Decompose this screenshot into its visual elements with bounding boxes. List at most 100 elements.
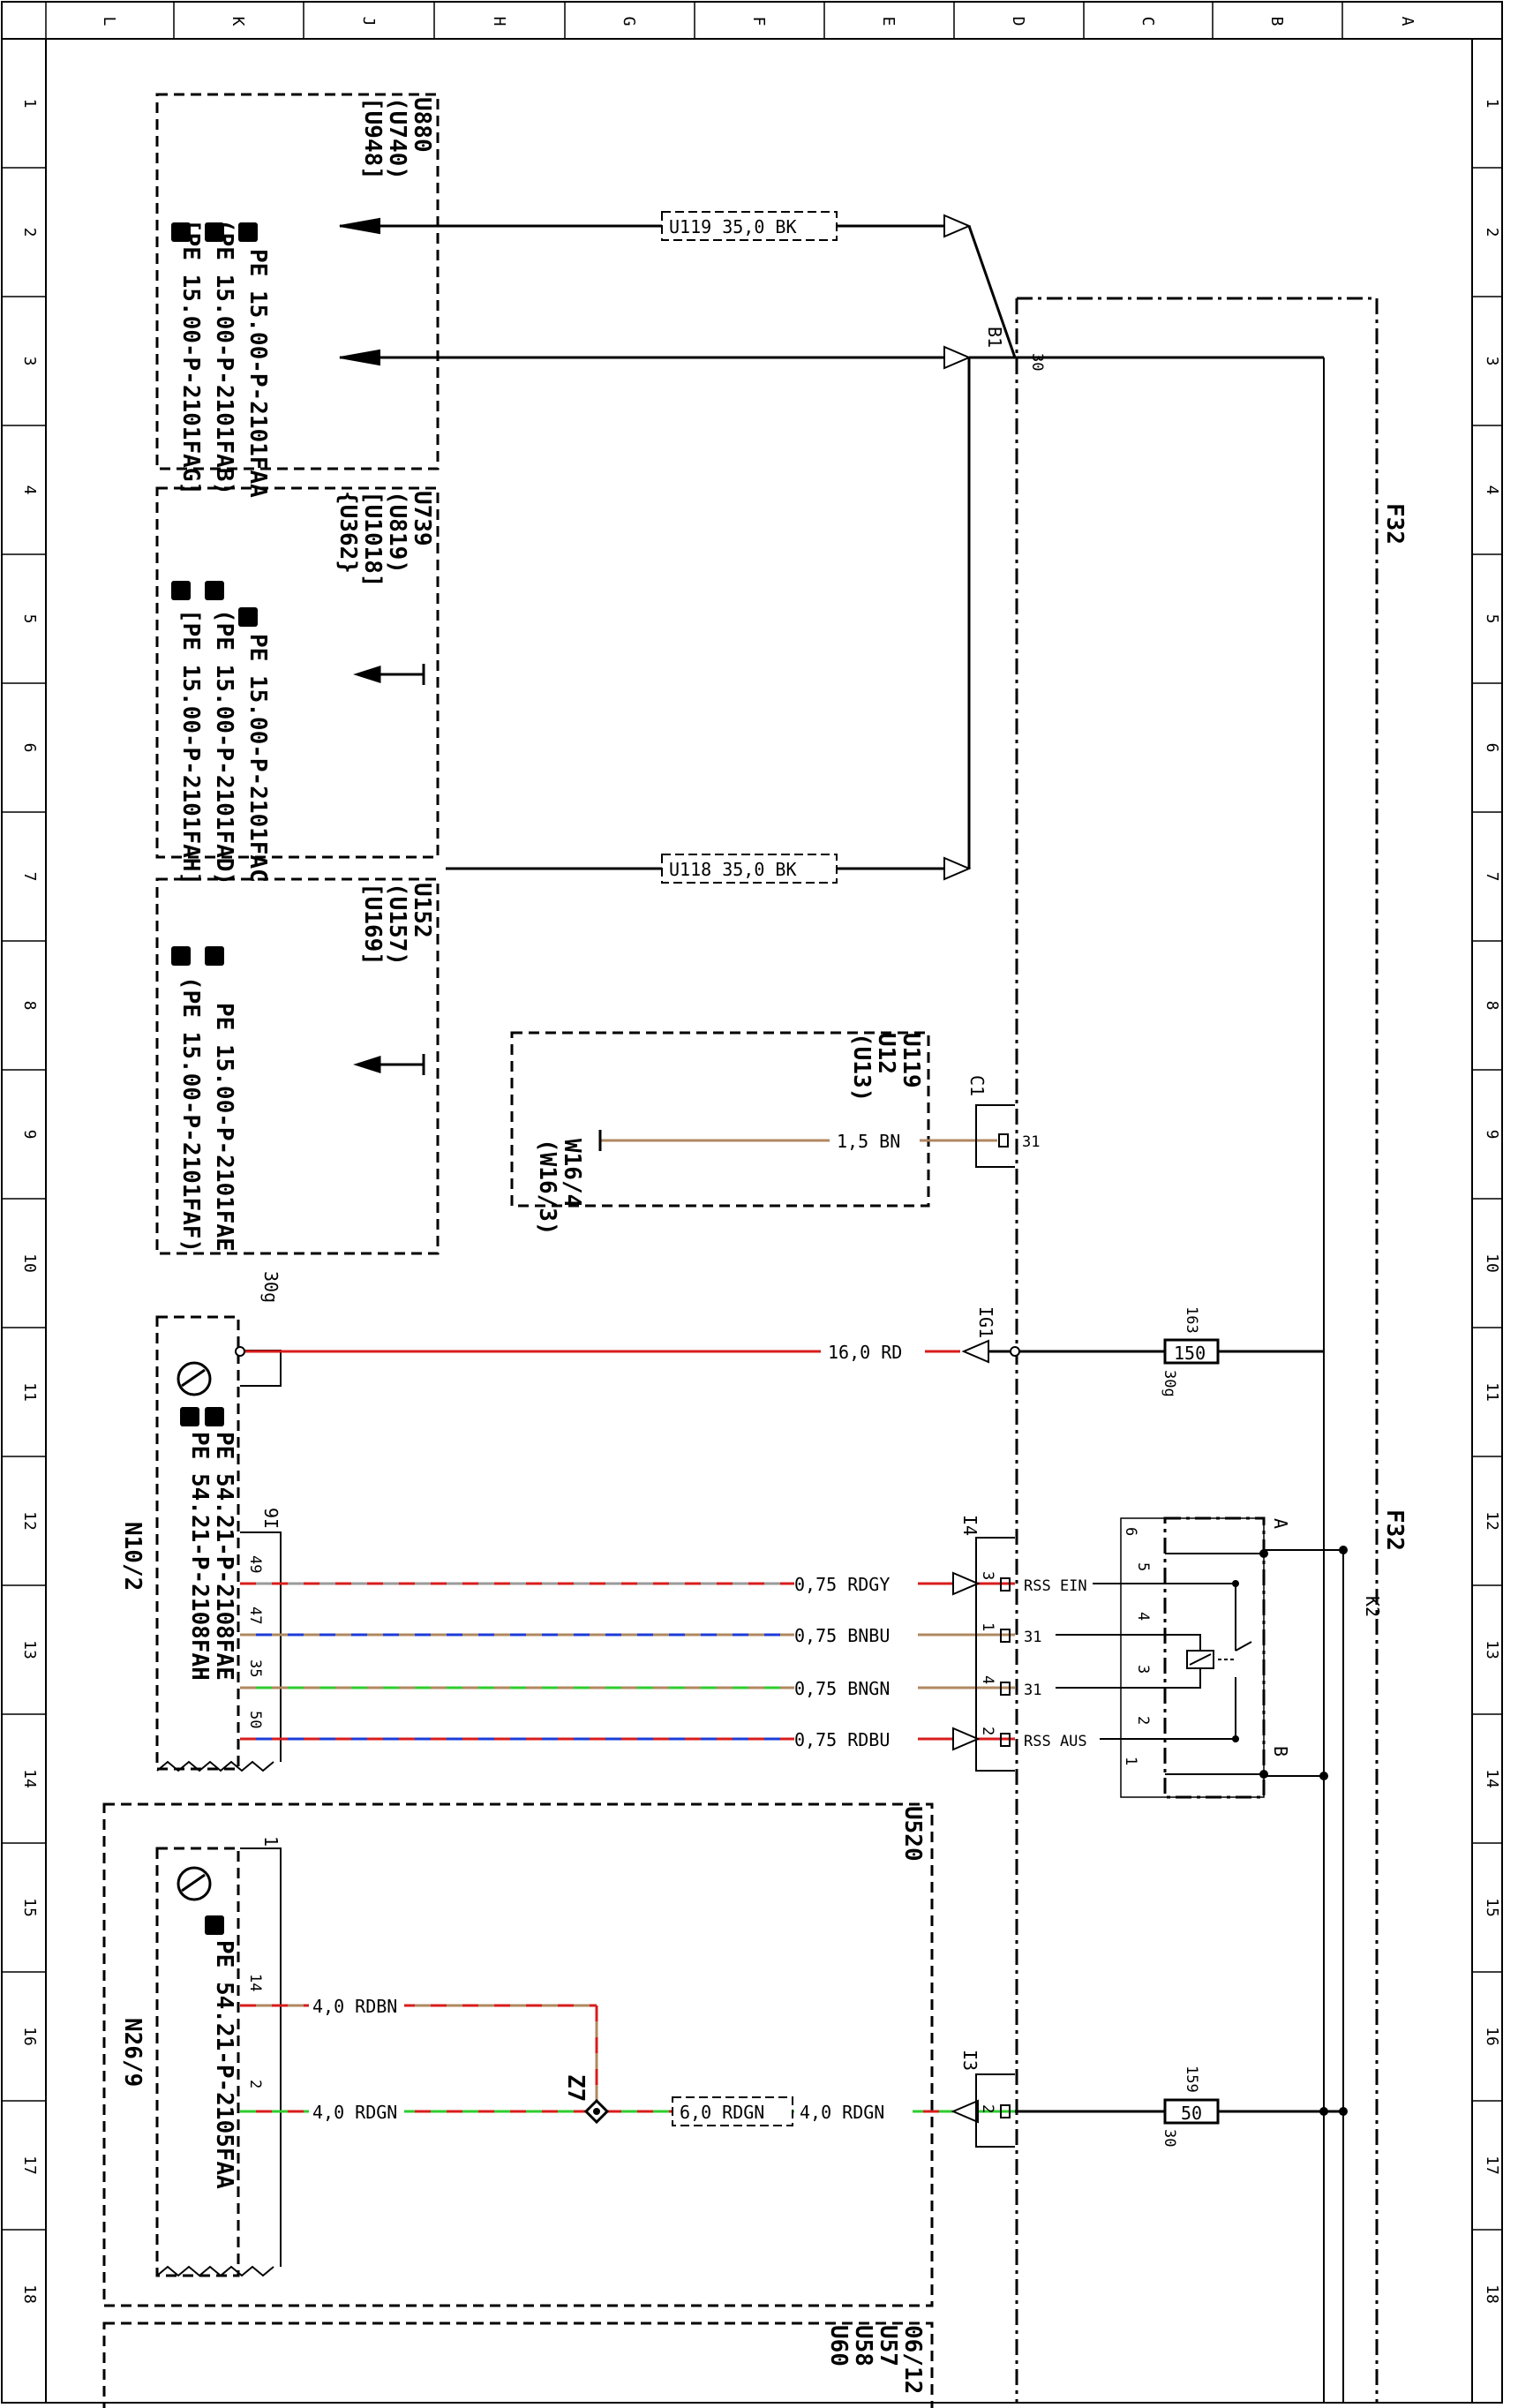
- group2-ref: [PE 15.00-P-2101FAH]: [177, 609, 204, 885]
- busbars: [1323, 357, 1344, 2403]
- wire-label-u118: U118 35,0 BK: [661, 854, 838, 884]
- pin-label: 50: [246, 1711, 264, 1728]
- row-label: 15: [1483, 1898, 1501, 1917]
- bottom-id: U58: [850, 2325, 876, 2367]
- pin-label: 2: [979, 1727, 996, 1735]
- ground-arrow-icon: [353, 1054, 425, 1075]
- n10-box: PE 54.21-P-2108FAE PE 54.21-P-2108FAH N1…: [119, 1315, 274, 1772]
- pin-label: 35: [246, 1659, 264, 1677]
- wire-label: 4,0 RDGN: [312, 2102, 397, 2123]
- row-label: 11: [1483, 1382, 1501, 1402]
- pointing-hand-icon: [205, 1915, 224, 1935]
- row-label: 14: [1483, 1769, 1501, 1788]
- group1-ref: (PE 15.00-P-2101FAB): [211, 219, 237, 495]
- group3-id: (U157): [384, 883, 410, 966]
- fuse-num: 159: [1183, 2066, 1200, 2093]
- group2-id: (U819): [384, 491, 410, 574]
- group1-box: U880 (U740) [U948] PE 15.00-P-2101FAA (P…: [155, 93, 440, 498]
- row-label: 9: [1483, 1130, 1501, 1140]
- group1-ref: PE 15.00-P-2101FAA: [244, 249, 271, 498]
- group1-id: (U740): [384, 97, 410, 180]
- f32-label: F32: [1381, 503, 1408, 545]
- connector-i3: [975, 2073, 1015, 2148]
- relay-to-bus: [1264, 1549, 1343, 1777]
- n10-name: N10/2: [119, 1522, 146, 1591]
- row-ticks: [2, 167, 1502, 2231]
- power-wires: [240, 2004, 1015, 2113]
- connector-c1-label: C1: [966, 1075, 988, 1096]
- pointing-hand-icon: [171, 222, 258, 242]
- col-label: K: [229, 17, 247, 26]
- row-label: 7: [1483, 872, 1501, 882]
- row-label: 18: [20, 2284, 39, 2304]
- relay-pin: 2: [1134, 1716, 1152, 1725]
- arrow-heads: [339, 214, 972, 881]
- n26-box: PE 54.21-P-2105FAA N26/9: [119, 1847, 274, 2277]
- n26-name: N26/9: [119, 2018, 146, 2087]
- fuse-159: [1130, 2098, 1343, 2125]
- relay-pin: 4: [1134, 1612, 1152, 1621]
- group1-ref: [PE 15.00-P-2101FAG]: [177, 219, 204, 495]
- col-label: J: [359, 17, 378, 26]
- relay-pins: 6 5 4 3 2 1: [1122, 1527, 1152, 1765]
- relay-pin: 3: [1134, 1665, 1152, 1674]
- bottom-extra: 06/12: [899, 2325, 926, 2394]
- row-label: 15: [20, 1898, 39, 1917]
- row-label: 17: [20, 2156, 39, 2175]
- connector-b1: B1: [984, 327, 1005, 348]
- row-label: 1: [20, 99, 39, 109]
- wire-label: 0,75 BNBU: [794, 1625, 890, 1646]
- row-label: 9: [20, 1130, 39, 1140]
- row-label: 3: [20, 357, 39, 366]
- ground-arrow-icon: [353, 664, 425, 685]
- row-label: 6: [20, 743, 39, 753]
- wire-label: 1,5 BN: [837, 1131, 900, 1152]
- wire-label: 4,0 RDBN: [312, 1996, 397, 2017]
- group1-id: [U948]: [359, 97, 386, 180]
- wire-black-top: [340, 224, 1324, 870]
- pin-function: 31: [1024, 1629, 1041, 1646]
- col-label: C: [1138, 17, 1157, 26]
- n26-ref: PE 54.21-P-2105FAA: [211, 1940, 237, 2189]
- n10-conn-a: 30g: [260, 1271, 282, 1303]
- component-circle-icon: [177, 1866, 212, 1901]
- column-header: [45, 2, 1343, 39]
- group2-ref: (PE 15.00-P-2101FAD): [211, 609, 237, 885]
- wire-label: U118 35,0 BK: [669, 859, 797, 880]
- u520-box: U520: [102, 1802, 934, 2307]
- fuse-term: 30g: [1161, 1370, 1178, 1397]
- relay-name: K2: [1362, 1596, 1383, 1617]
- row-label: 10: [1483, 1253, 1501, 1273]
- row-label: 13: [20, 1640, 39, 1659]
- col-label: D: [1009, 17, 1027, 26]
- u119-id: U12: [873, 1033, 899, 1074]
- pointing-hand-icon: [171, 946, 224, 966]
- row-label: 1: [1483, 99, 1501, 109]
- row-label: 13: [1483, 1640, 1501, 1659]
- u119-sub: (W16/3): [534, 1139, 560, 1236]
- col-label: G: [620, 17, 638, 26]
- row-label: 10: [20, 1253, 39, 1273]
- group2-id: [U1018]: [359, 491, 386, 588]
- fuse-term: 30: [1161, 2129, 1178, 2147]
- row-labels-left: 1 2 3 4 5 6 7 8 9 10 11 12 13 14 15 16 1…: [20, 99, 39, 2304]
- group2-box: U739 (U819) [U1018] {U362} PE 15.00-P-21…: [155, 486, 440, 885]
- splice-z7: Z7: [562, 2074, 589, 2102]
- wire-label: 0,75 RDGY: [794, 1574, 890, 1595]
- n10-ref: PE 54.21-P-2108FAH: [186, 1432, 213, 1681]
- row-label: 14: [20, 1769, 39, 1788]
- i4-arrows: [952, 1571, 981, 1751]
- wire-label: 0,75 BNGN: [794, 1678, 890, 1699]
- n26-pin-labels: 14 2: [246, 1974, 264, 2088]
- pin-function: RSS AUS: [1024, 1733, 1087, 1750]
- u119-id: (U13): [848, 1033, 875, 1102]
- relay-pin: 6: [1122, 1527, 1139, 1536]
- pin-label: 47: [246, 1607, 264, 1624]
- wire-label: 4,0 RDGN: [800, 2102, 884, 2123]
- wire-label: 6,0 RDGN: [680, 2102, 764, 2123]
- col-label: A: [1398, 17, 1417, 26]
- pin-label: 1: [979, 1622, 996, 1631]
- pointing-hand-icon: [171, 581, 258, 627]
- row-label: 16: [20, 2027, 39, 2046]
